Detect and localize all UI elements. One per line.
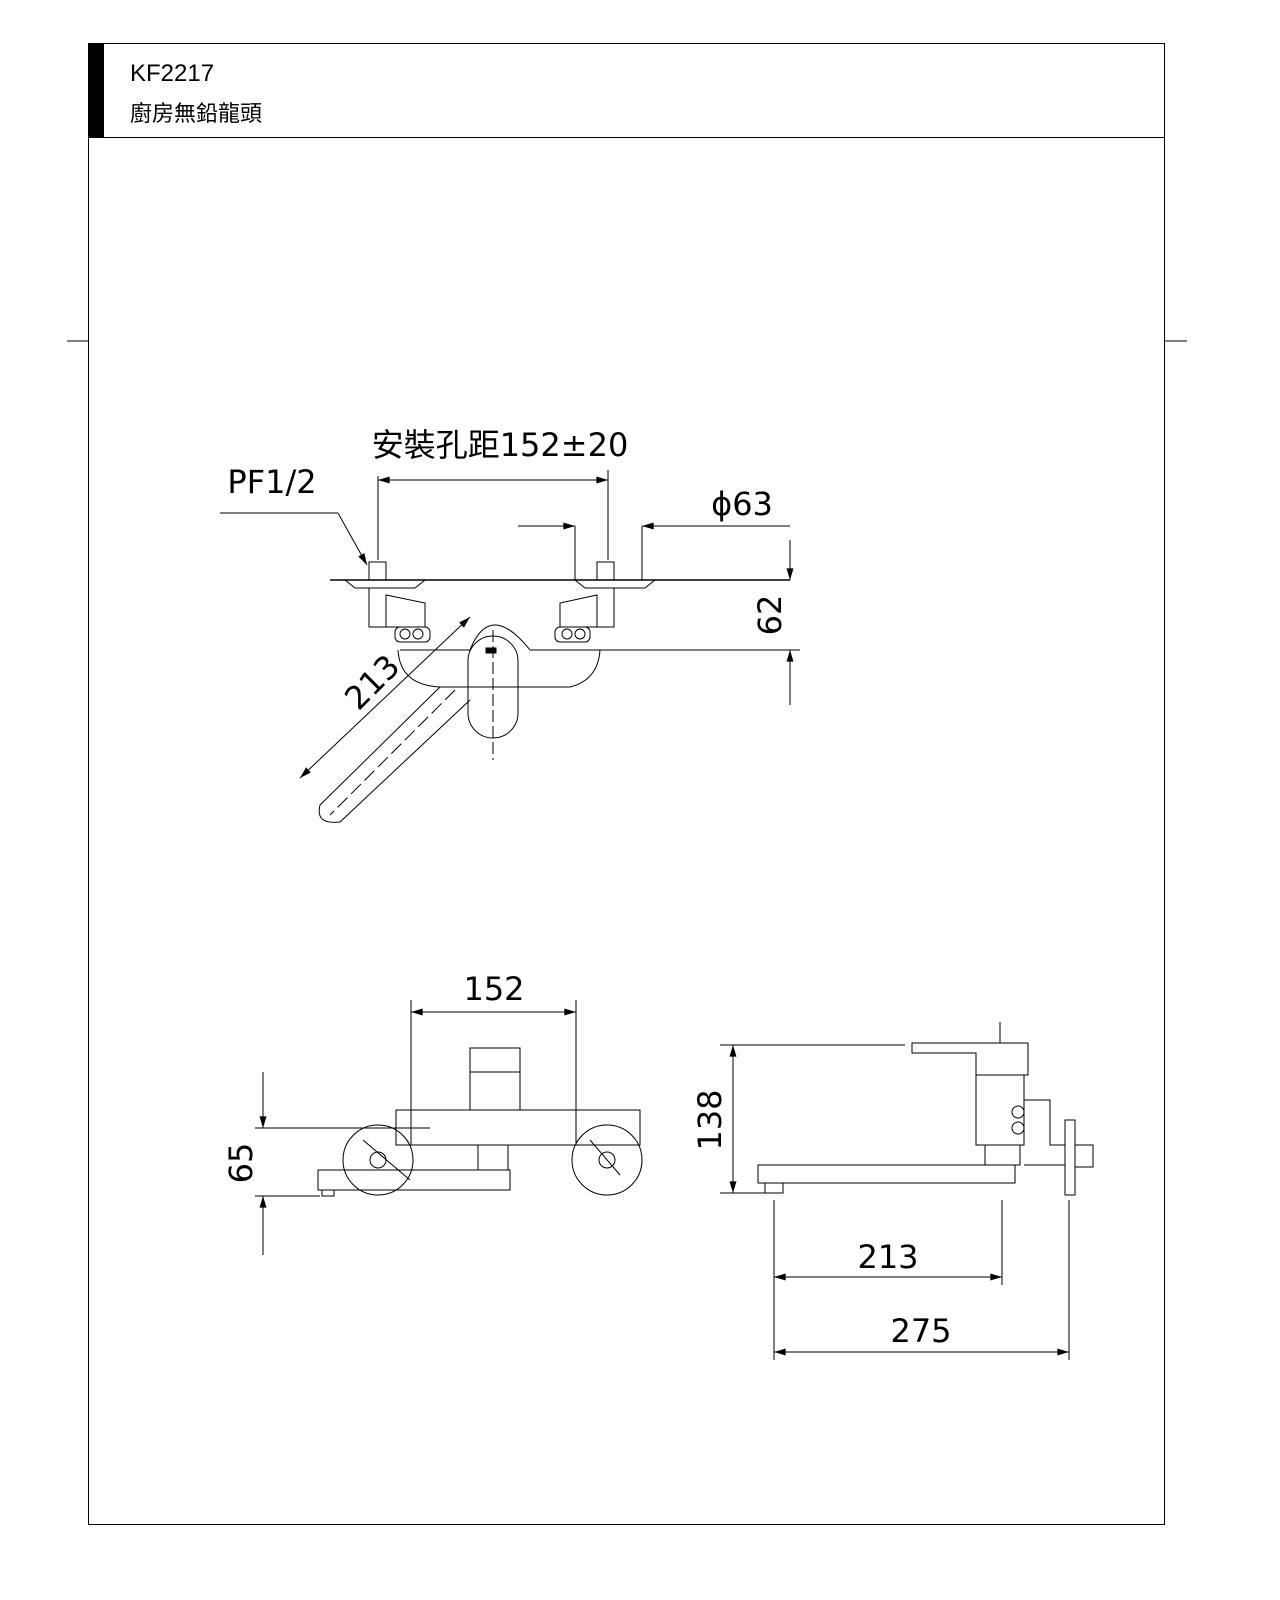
product-name: 廚房無鉛龍頭 [130,102,263,127]
depth-label: 62 [751,595,789,636]
total-length-label: 275 [890,1312,951,1350]
spout-length-label: 213 [337,647,407,717]
drawing-frame [88,43,1165,1525]
escutcheon-diameter-label: ϕ63 [711,485,773,523]
side-view [720,1022,1094,1360]
front-height-label: 65 [222,1143,260,1184]
header-accent-bar [88,43,104,138]
header-divider [88,137,1165,138]
install-spacing-label: 安裝孔距152±20 [372,426,629,464]
side-height-label: 138 [691,1089,729,1150]
spout-reach-label: 213 [857,1238,918,1276]
model-number: KF2217 [130,60,215,87]
center-distance-label: 152 [463,970,524,1008]
top-view [220,470,800,823]
front-view [255,1000,643,1255]
thread-size-label: PF1/2 [227,463,316,501]
